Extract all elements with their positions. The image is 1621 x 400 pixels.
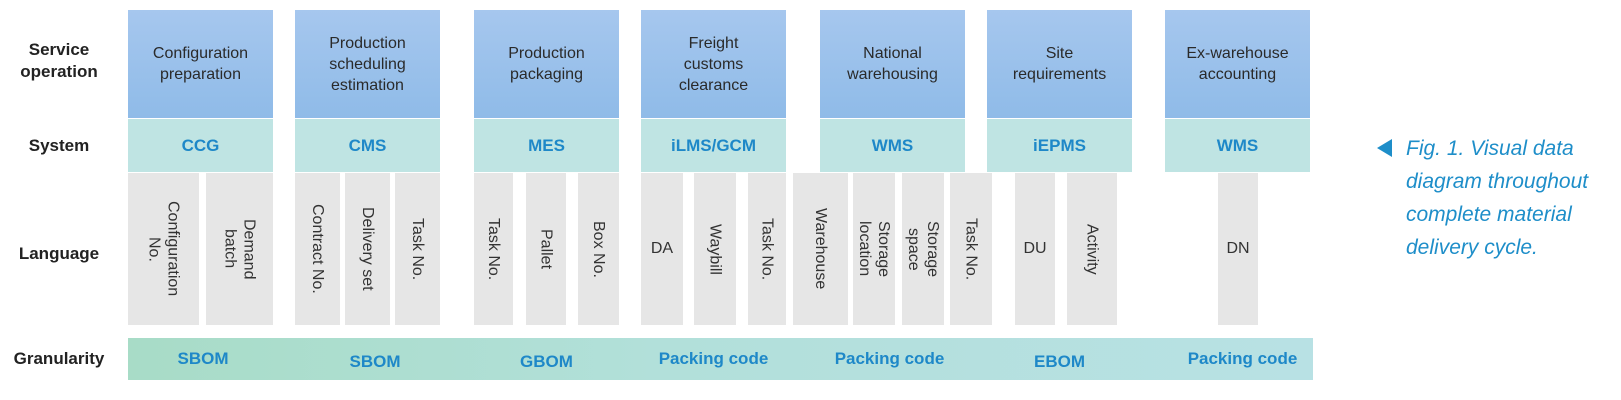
granularity-packing-code-1: Packing code — [658, 349, 769, 368]
stage-ex-warehouse-accounting: Ex-warehouse accounting — [1165, 10, 1310, 118]
row-label-language: Language — [18, 244, 100, 263]
granularity-gbom: GBOM — [520, 352, 573, 371]
system-iepms: iEPMS — [987, 119, 1132, 172]
stage-production-packaging: Production packaging — [474, 10, 619, 118]
granularity-packing-code-3: Packing code — [1187, 349, 1298, 368]
language-dn: DN — [1218, 173, 1258, 325]
system-cms: CMS — [295, 119, 440, 172]
language-text: Delivery set — [359, 207, 376, 291]
stage-production-scheduling-estimation: Production scheduling estimation — [295, 10, 440, 118]
system-wms-ex-warehouse: WMS — [1165, 119, 1310, 172]
figure-caption: Fig. 1. Visual data diagram throughout c… — [1406, 137, 1589, 259]
language-storage-space: Storage space — [902, 173, 944, 325]
row-label-service-operation: Service operation — [20, 40, 98, 81]
language-text: Warehouse — [812, 208, 829, 290]
language-du: DU — [1015, 173, 1055, 325]
row-label-system: System — [28, 136, 90, 155]
granularity-sbom-1: SBOM — [177, 349, 229, 368]
row-label-granularity: Granularity — [13, 349, 105, 368]
language-text: DA — [650, 240, 674, 257]
language-text: Task No. — [409, 217, 426, 281]
language-text: Activity — [1083, 223, 1101, 275]
language-text: Task No. — [758, 217, 776, 281]
language-task-no-wms: Task No. — [950, 173, 992, 325]
language-text: Storage space — [905, 220, 941, 278]
system-mes: MES — [474, 119, 619, 172]
language-box-no: Box No. — [578, 173, 619, 325]
language-text: Demand batch — [221, 218, 258, 280]
language-text: Waybill — [706, 223, 724, 275]
language-configuration-no: Configuration No. — [128, 173, 199, 325]
language-storage-location: Storage location — [853, 173, 895, 325]
language-delivery-set: Delivery set — [345, 173, 390, 325]
language-text: Box No. — [590, 220, 607, 278]
stage-configuration-preparation: Configuration preparation — [128, 10, 273, 118]
system-wms-national: WMS — [820, 119, 965, 172]
language-waybill: Waybill — [694, 173, 736, 325]
language-task-no-mes: Task No. — [474, 173, 513, 325]
language-text: Storage location — [856, 220, 892, 278]
language-text: Task No. — [962, 217, 980, 281]
granularity-sbom-2: SBOM — [349, 352, 401, 371]
language-task-no-cms: Task No. — [395, 173, 440, 325]
language-text: Task No. — [485, 217, 502, 281]
granularity-ebom: EBOM — [1034, 352, 1085, 371]
language-warehouse: Warehouse — [793, 173, 848, 325]
language-text: Configuration No. — [145, 201, 182, 297]
stage-site-requirements: Site requirements — [987, 10, 1132, 118]
language-task-no-ilms: Task No. — [748, 173, 786, 325]
language-contract-no: Contract No. — [295, 173, 340, 325]
language-demand-batch: Demand batch — [206, 173, 273, 325]
stage-national-warehousing: National warehousing — [820, 10, 965, 118]
language-activity: Activity — [1067, 173, 1117, 325]
stage-freight-customs-clearance: Freight customs clearance — [641, 10, 786, 118]
language-text: DN — [1226, 240, 1250, 257]
language-pallet: Pallet — [526, 173, 566, 325]
granularity-bar — [128, 338, 1313, 380]
language-text: Contract No. — [309, 204, 326, 294]
language-text: Pallet — [537, 228, 555, 270]
language-da: DA — [641, 173, 683, 325]
system-ccg: CCG — [128, 119, 273, 172]
caption-pointer-icon — [1377, 139, 1392, 157]
language-text: DU — [1023, 240, 1047, 257]
system-ilms-gcm: iLMS/GCM — [641, 119, 786, 172]
granularity-packing-code-2: Packing code — [834, 349, 945, 368]
